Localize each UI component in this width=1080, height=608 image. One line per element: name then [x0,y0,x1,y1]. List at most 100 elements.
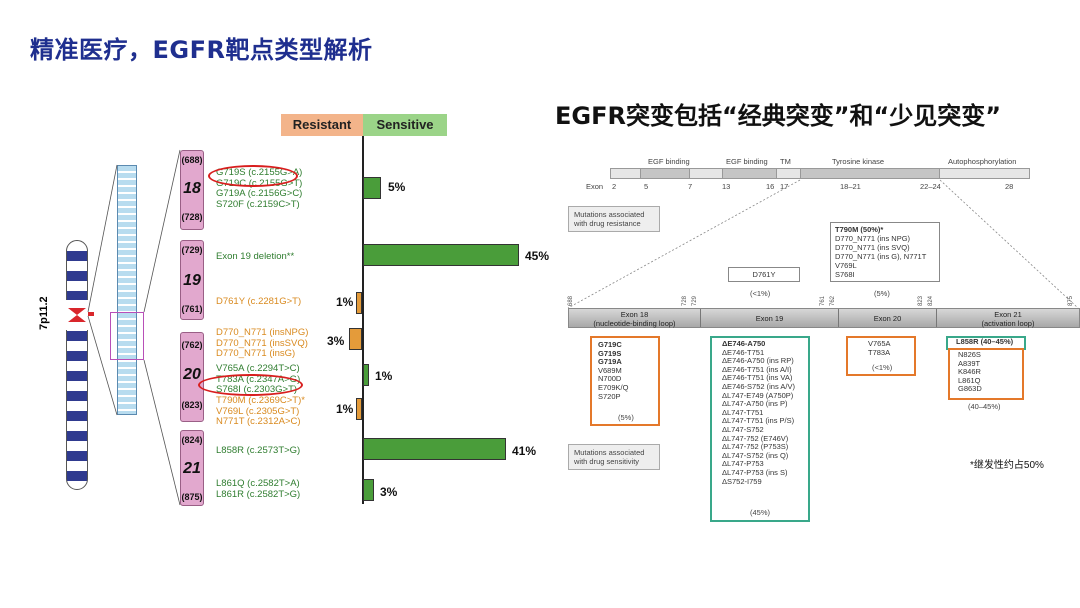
exon19-mutations: ΔE746-A750 ΔE746-T751 ΔE746-A750 (ins RP… [722,339,795,486]
mutation: V765A (c.2294T>C) [216,363,300,374]
highlight-ring [198,374,303,396]
mutation: V769L (c.2305G>T) [216,405,300,417]
pct-label: 3% [380,485,398,499]
exon-tick: 28 [1005,182,1014,191]
exon-19 [180,240,204,320]
exon-20 [180,332,204,422]
footnote: *继发性约占50% [970,460,1044,471]
position-tick: 729 [692,295,698,306]
pct-label: (5%) [618,413,634,422]
exon-20-number: 20 [183,366,201,383]
mutation: N700D [598,374,622,384]
position-tick: 728 [682,295,688,306]
mutation: G719C [598,340,622,349]
mutation-list-20c: T790M (c.2369C>T)* V769L (c.2305G>T) N77… [216,395,305,428]
axis-line [362,136,364,504]
note-drug-sensitivity: Mutations associated with drug sensitivi… [568,444,660,470]
mutation: K846R [958,367,981,377]
exon-19-start: (729) [181,245,203,255]
pct-label: (5%) [874,289,890,298]
mutation: G719A [598,357,622,367]
pct-label: (<1%) [872,363,893,372]
domain-label: Autophosphorylation [948,157,1017,166]
mutation: T783A [868,347,891,357]
mutation: S720F (c.2159C>T) [216,198,300,210]
mutation: D770_N771 (insNPG) [216,327,309,338]
bar-t790m [356,398,362,420]
mutation: ΔL747-A750 (ins P) [722,399,788,409]
mutation: ΔE746-T751 (ins A/I) [722,364,792,374]
pct-label: 1% [336,402,354,416]
exon20-box [846,336,916,376]
mutation: ΔL747-P753 [722,459,764,469]
exon21-box [948,348,1024,400]
exon-19-number: 19 [183,272,201,289]
mutation: L861Q [958,375,981,385]
mutation: V769L [835,261,857,270]
note-drug-resistance: Mutations associated with drug resistanc… [568,206,660,232]
position-tick: 875 [1068,295,1074,306]
domain-label: EGF binding [648,157,690,166]
pct-label: (40–45%) [968,402,1001,411]
mutation: ΔE746-S752 (ins A/V) [722,381,795,391]
mutation: ΔL747-T751 (ins P/S) [722,416,795,426]
mutation: ΔL747-S752 (ins Q) [722,450,789,460]
bar-exon19-deletion [363,244,519,266]
mutation-d761y: D761Y (c.2281G>T) [216,296,302,307]
mutation: ΔL747-T751 [722,407,764,417]
mutation-exon19-deletion: Exon 19 deletion** [216,251,295,262]
exon-tick: 22–24 [920,182,941,191]
mutation: ΔL747-S752 [722,424,764,434]
mutation: G863D [958,384,982,394]
mutation: D770_N771 (ins NPG) [835,234,911,243]
exon20-mutations: V765A T783A [868,339,891,357]
pct-label: 1% [375,369,393,383]
bar-insertions [349,328,362,350]
d761y-box: D761Y [728,267,800,282]
exon-18-end: (728) [181,212,203,222]
connector-lines [87,149,181,506]
mutation: D770_N771 (ins SVQ) [835,243,910,252]
zoom-highlight [110,312,144,360]
mutation: N826S [958,350,981,359]
mutation: V765A [868,339,891,348]
mutation: T790M (50%)* [835,225,884,234]
pct-label: (45%) [750,508,771,517]
mutation: T790M (c.2369C>T)* [216,395,305,406]
exon-tick: 18–21 [840,182,861,191]
exon-18-start: (688) [181,155,203,165]
domain-tyrosine-kinase [800,168,940,179]
mutation: ΔL747-P753 (ins S) [722,467,788,477]
exon-20-end: (823) [181,400,203,410]
pct-label: 5% [388,180,406,194]
mutation: D770_N771 (ins G), N771T [835,252,927,261]
exon-segment: Exon 21 (activation loop) [981,310,1035,328]
mutation: G719S [598,348,622,358]
exon18-box [590,336,660,426]
mutation: E709K/Q [598,382,629,392]
mutation-list-21b: L861Q (c.2582T>A) L861R (c.2582T>G) [216,478,300,500]
exon-19-end: (761) [181,304,203,314]
bar-l861 [363,479,374,501]
mutation: ΔL747-752 (E746V) [722,433,789,443]
exon-18 [180,150,204,230]
zoom-lines [567,179,1079,309]
pct-label: 3% [327,334,345,348]
right-figure: EGF binding EGF binding TM Tyrosine kina… [560,150,1080,530]
bar-exon20-sensitive [363,364,369,386]
header-sensitive: Sensitive [363,114,447,136]
exon-segment: Exon 20 [839,309,937,327]
exon19-box [710,336,810,522]
exon-tick: 16 [766,182,775,191]
header-resistant: Resistant [281,114,363,136]
mutation: ΔE746-A750 [722,339,766,348]
exon-21-start: (824) [181,435,203,445]
exon-tick: 2 [612,182,617,191]
domain-egf-binding-1 [640,168,690,179]
mutation: D770_N771 (insSVQ) [216,337,308,349]
mutation-l858r: L858R (40–45%) [956,337,1014,346]
mutation: S768I [835,270,855,279]
exon-18-number: 18 [183,180,201,197]
pct-label: 1% [336,295,354,309]
exon-tick: 5 [644,182,649,191]
